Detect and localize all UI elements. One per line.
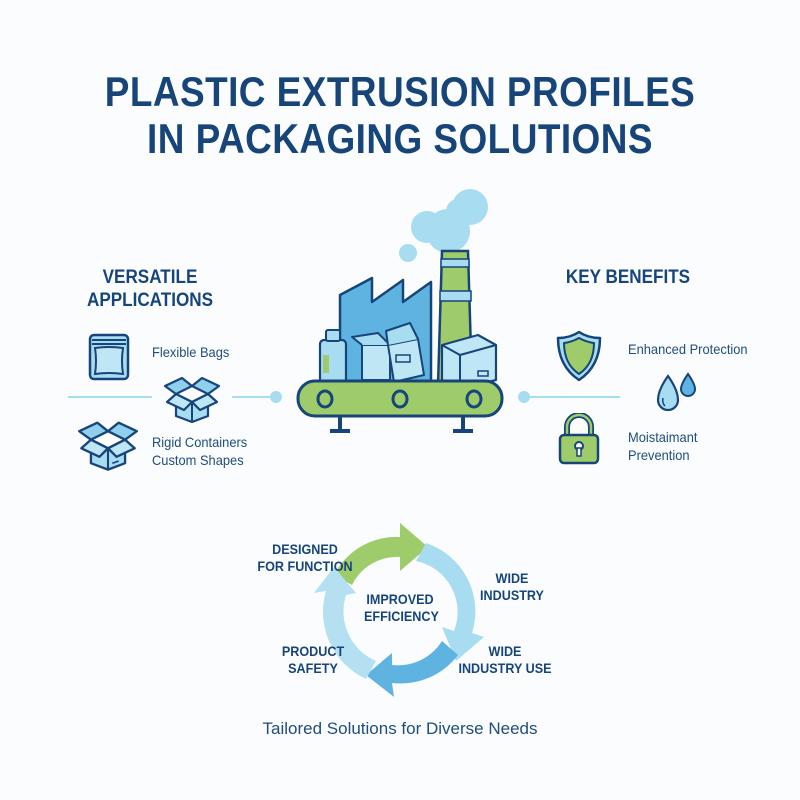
label-line-2: FOR FUNCTION bbox=[257, 558, 353, 574]
key-benefits-heading: KEY BENEFITS bbox=[565, 267, 691, 288]
heading-line-1: VERSATILE bbox=[102, 267, 198, 288]
label-line-1: DESIGNED bbox=[272, 541, 338, 557]
cycle-label-wide-industry: WIDE INDUSTRY bbox=[467, 570, 557, 604]
connector-dot bbox=[270, 391, 282, 403]
cycle-label-designed-for-function: DESIGNED FOR FUNCTION bbox=[256, 541, 355, 575]
label-line-1: PRODUCT bbox=[281, 643, 345, 659]
label-line-1: WIDE bbox=[488, 643, 522, 659]
flexible-bag-icon bbox=[88, 333, 130, 381]
factory-conveyor-icon bbox=[290, 185, 510, 435]
flexible-bags-label: Flexible Bags bbox=[152, 344, 230, 360]
cycle-arrows bbox=[300, 515, 500, 700]
water-drops-icon bbox=[652, 372, 698, 416]
footer-tagline: Tailored Solutions for Diverse Needs bbox=[262, 719, 538, 738]
label-line-2: Custom Shapes bbox=[152, 452, 244, 468]
padlock-icon bbox=[558, 413, 600, 465]
label-line-2: EFFICIENCY bbox=[364, 608, 439, 624]
label-line-1: IMPROVED bbox=[366, 591, 434, 607]
connector-dot bbox=[518, 391, 530, 403]
moisture-prevention-label: Moistaimant Prevention bbox=[628, 428, 697, 464]
versatile-applications-heading: VERSATILE APPLICATIONS bbox=[78, 266, 222, 312]
label-line-2: SAFETY bbox=[288, 660, 338, 676]
cycle-label-product-safety: PRODUCT SAFETY bbox=[273, 643, 354, 677]
label-line-2: Prevention bbox=[628, 447, 690, 463]
heading-line-2: APPLICATIONS bbox=[86, 290, 214, 311]
open-box-icon bbox=[162, 372, 222, 424]
label-line-1: WIDE bbox=[495, 570, 529, 586]
rigid-containers-label: Rigid Containers Custom Shapes bbox=[152, 433, 247, 469]
title-line-1: PLASTIC EXTRUSION PROFILES bbox=[104, 68, 696, 115]
label-line-2: INDUSTRY USE bbox=[458, 660, 552, 676]
cycle-label-wide-industry-use: WIDE INDUSTRY USE bbox=[456, 643, 555, 677]
shield-icon bbox=[556, 330, 602, 382]
connector-line bbox=[68, 396, 152, 398]
label-line-2: INDUSTRY bbox=[480, 587, 544, 603]
page-title: PLASTIC EXTRUSION PROFILES IN PACKAGING … bbox=[48, 68, 752, 162]
cycle-center-label: IMPROVED EFFICIENCY bbox=[364, 591, 439, 625]
connector-line bbox=[528, 396, 620, 398]
label-line-1: Rigid Containers bbox=[152, 434, 248, 450]
enhanced-protection-label: Enhanced Protection bbox=[628, 341, 748, 357]
open-box-icon bbox=[76, 415, 140, 473]
connector-line bbox=[232, 396, 272, 398]
title-line-2: IN PACKAGING SOLUTIONS bbox=[147, 115, 653, 162]
label-line-1: Moistaimant bbox=[628, 429, 698, 445]
